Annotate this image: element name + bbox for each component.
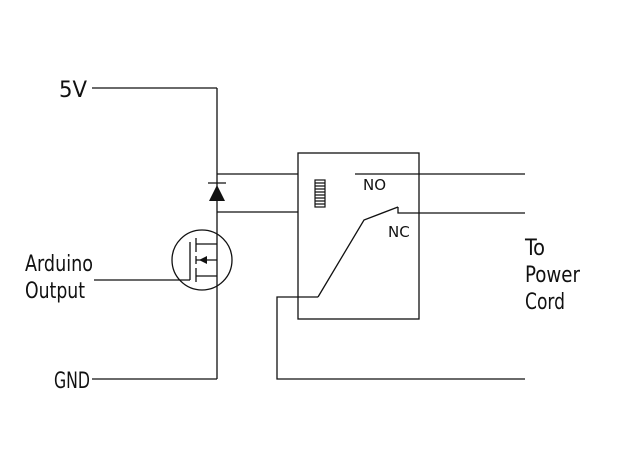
no-label: NO xyxy=(363,176,386,194)
flyback-diode xyxy=(208,182,226,201)
arduino-label-line2: Output xyxy=(25,279,85,304)
power-label-line3: Cord xyxy=(525,290,565,315)
relay-switch-arm xyxy=(317,206,399,298)
coil-top-wire xyxy=(217,173,311,180)
arduino-label-line1: Arduino xyxy=(25,252,93,277)
power-label-line1: To xyxy=(524,236,545,261)
coil-bottom-wire xyxy=(217,207,311,213)
vcc-label: 5V xyxy=(59,78,87,103)
mosfet-icon xyxy=(94,229,233,291)
nc-label: NC xyxy=(388,223,410,241)
nc-contact xyxy=(397,207,525,214)
common-wire xyxy=(276,296,525,380)
gnd-label: GND xyxy=(54,369,90,394)
power-label-line2: Power xyxy=(525,263,581,288)
